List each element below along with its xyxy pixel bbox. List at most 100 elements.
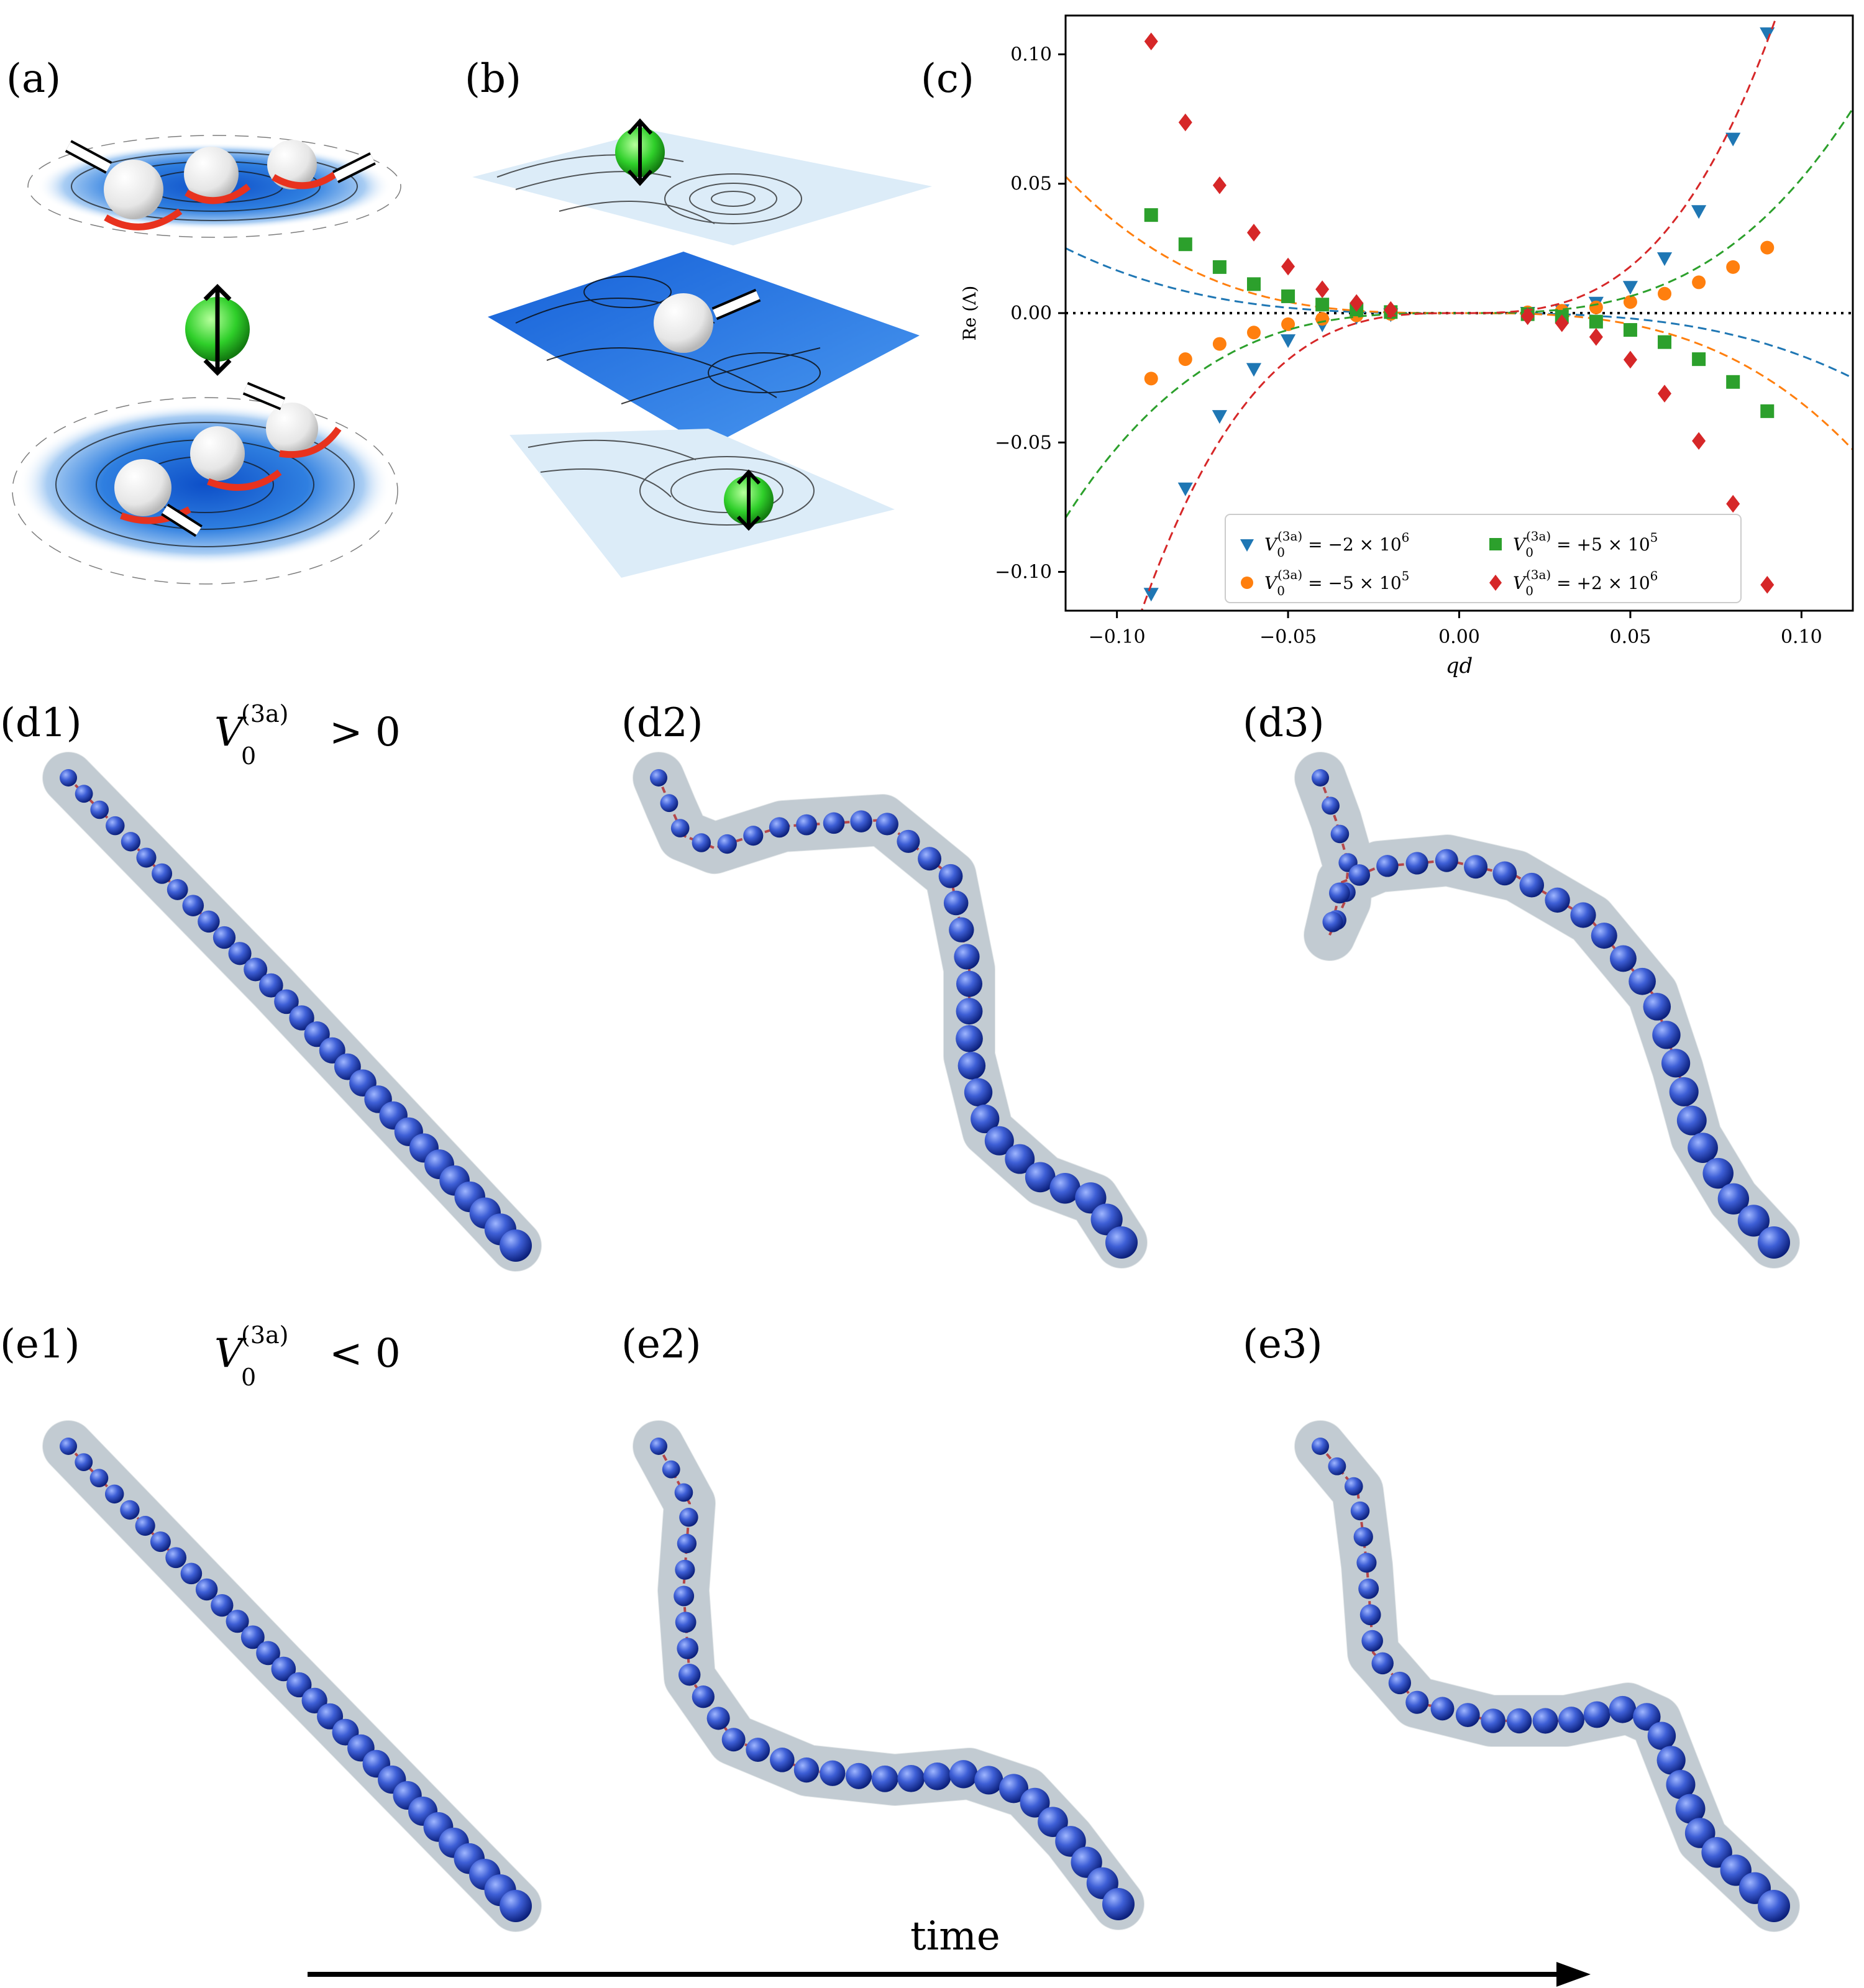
bead bbox=[1348, 864, 1371, 886]
bead bbox=[1358, 1578, 1379, 1599]
bead bbox=[678, 1664, 701, 1686]
data-point bbox=[1178, 352, 1192, 367]
bead bbox=[1481, 1708, 1505, 1733]
bead bbox=[1405, 1690, 1429, 1714]
bead bbox=[943, 890, 969, 916]
y-tick-label: 0.10 bbox=[1010, 43, 1052, 65]
data-point bbox=[1760, 240, 1775, 255]
condition-d-sup: (3a) bbox=[241, 700, 288, 727]
bead bbox=[1430, 1697, 1455, 1721]
bead bbox=[1344, 1477, 1363, 1496]
bead bbox=[1435, 849, 1458, 872]
bead bbox=[721, 1728, 746, 1752]
legend-marker bbox=[1489, 575, 1502, 591]
panel-label-d3: (d3) bbox=[1243, 700, 1325, 746]
data-point bbox=[1281, 289, 1295, 303]
bead bbox=[1609, 1695, 1637, 1723]
bead bbox=[956, 970, 983, 997]
bead bbox=[60, 1438, 77, 1455]
bead bbox=[1322, 911, 1343, 932]
bead bbox=[949, 1760, 978, 1789]
legend-label: V0(3a) = −5 × 105 bbox=[1264, 567, 1409, 598]
filament-d3 bbox=[1294, 752, 1800, 1269]
filament-d1 bbox=[42, 752, 542, 1272]
bead bbox=[954, 944, 980, 970]
data-point bbox=[1623, 350, 1637, 369]
legend-item: V0(3a) = −5 × 105 bbox=[1241, 567, 1409, 598]
bead bbox=[271, 1656, 296, 1682]
panel-a: (a) bbox=[6, 56, 401, 585]
data-point bbox=[1692, 352, 1706, 367]
bead bbox=[121, 832, 141, 852]
data-point bbox=[1623, 295, 1637, 309]
data-point bbox=[1725, 132, 1741, 147]
legend-marker bbox=[1241, 577, 1253, 589]
condition-e-sup: (3a) bbox=[241, 1321, 288, 1349]
data-point bbox=[1178, 237, 1192, 252]
bead bbox=[1519, 872, 1545, 898]
bead bbox=[677, 1533, 697, 1554]
legend-label: V0(3a) = −2 × 106 bbox=[1264, 529, 1409, 560]
data-point bbox=[1212, 410, 1227, 424]
legend-item: V0(3a) = −2 × 106 bbox=[1240, 529, 1409, 560]
bead bbox=[1388, 1671, 1411, 1695]
bead bbox=[897, 829, 920, 853]
bead bbox=[1558, 1707, 1585, 1733]
bead bbox=[1591, 923, 1617, 949]
x-tick-label: −0.10 bbox=[1089, 626, 1146, 648]
bead bbox=[675, 1559, 695, 1580]
data-point bbox=[1622, 281, 1638, 295]
bead bbox=[956, 1024, 983, 1052]
bead bbox=[1329, 882, 1350, 904]
data-point bbox=[1520, 307, 1535, 326]
bead bbox=[770, 1748, 795, 1772]
particles-top bbox=[104, 140, 338, 230]
bead bbox=[692, 833, 711, 852]
bead bbox=[964, 1078, 993, 1106]
bead bbox=[1075, 1182, 1107, 1214]
bead bbox=[258, 973, 283, 998]
data-point bbox=[1144, 32, 1158, 50]
bead bbox=[150, 1531, 171, 1553]
bead bbox=[1609, 945, 1637, 972]
bead bbox=[674, 1483, 693, 1502]
bead bbox=[679, 1508, 698, 1527]
bead bbox=[1328, 1457, 1346, 1475]
bead bbox=[796, 814, 817, 836]
data-point bbox=[1692, 275, 1706, 290]
bead bbox=[1102, 1888, 1135, 1920]
bead bbox=[660, 794, 678, 813]
bead bbox=[89, 1469, 109, 1488]
panel-label-e2: (e2) bbox=[621, 1321, 701, 1367]
bead bbox=[1356, 1553, 1377, 1573]
bead bbox=[289, 1005, 314, 1031]
bead bbox=[1688, 1133, 1718, 1163]
bead bbox=[938, 864, 963, 888]
data-point bbox=[1760, 576, 1775, 594]
data-point bbox=[1658, 385, 1672, 403]
bead bbox=[769, 817, 790, 838]
bead bbox=[60, 769, 77, 787]
bead bbox=[1583, 1701, 1610, 1728]
bead bbox=[918, 847, 942, 871]
bead bbox=[1038, 1807, 1068, 1838]
bead bbox=[1675, 1794, 1706, 1824]
bead bbox=[897, 1764, 925, 1792]
bead bbox=[1702, 1157, 1734, 1189]
bead bbox=[984, 1126, 1014, 1156]
bead bbox=[923, 1762, 951, 1790]
data-point bbox=[1144, 372, 1158, 386]
bead bbox=[1322, 796, 1340, 815]
bead bbox=[1371, 1652, 1394, 1675]
bead bbox=[167, 879, 188, 900]
data-point bbox=[1281, 317, 1295, 331]
bead bbox=[650, 1438, 667, 1455]
bead bbox=[75, 785, 93, 803]
bead bbox=[1506, 1708, 1532, 1734]
green-oscillator-b-bottom bbox=[724, 469, 774, 531]
panel-label-c: (c) bbox=[921, 56, 974, 102]
bead bbox=[136, 847, 157, 868]
bead bbox=[1025, 1162, 1056, 1193]
